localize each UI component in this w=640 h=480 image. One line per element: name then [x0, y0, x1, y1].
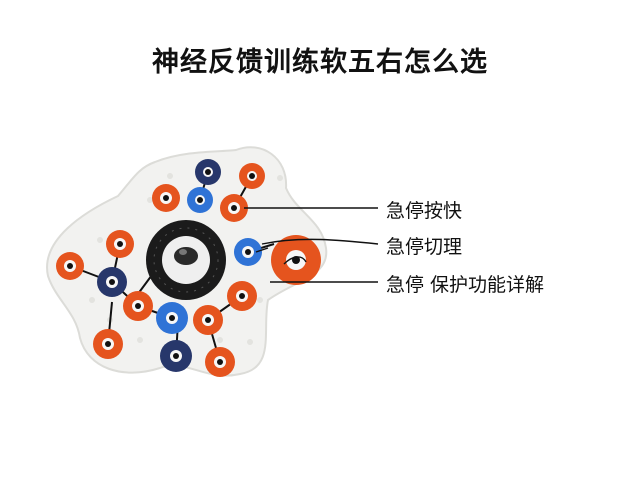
electrode-navy	[160, 340, 192, 372]
electrode-orange	[220, 194, 248, 222]
electrode-blue	[187, 187, 213, 213]
electrode-orange	[106, 230, 134, 258]
leader-lines	[244, 207, 379, 283]
electrode-blue	[156, 302, 188, 334]
electrode-orange	[152, 184, 180, 212]
electrode-blue	[234, 238, 262, 266]
electrode-orange	[227, 281, 257, 311]
electrode-orange	[123, 291, 153, 321]
electrode-orange	[239, 163, 265, 189]
electrode-navy	[97, 267, 127, 297]
callout-label-1: 急停按快	[386, 200, 463, 222]
electrode-orange	[205, 347, 235, 377]
electrode-orange	[93, 329, 123, 359]
electrode-orange	[193, 305, 223, 335]
electrode-orange	[271, 235, 321, 285]
page-title: 神经反馈训练软五右怎么选	[152, 47, 488, 78]
callout-label-3: 急停 保护功能详解	[386, 274, 545, 296]
electrode-orange	[56, 252, 84, 280]
knob-icon	[146, 220, 226, 300]
electrode-navy	[195, 159, 221, 185]
callout-label-2: 急停切理	[386, 236, 463, 258]
